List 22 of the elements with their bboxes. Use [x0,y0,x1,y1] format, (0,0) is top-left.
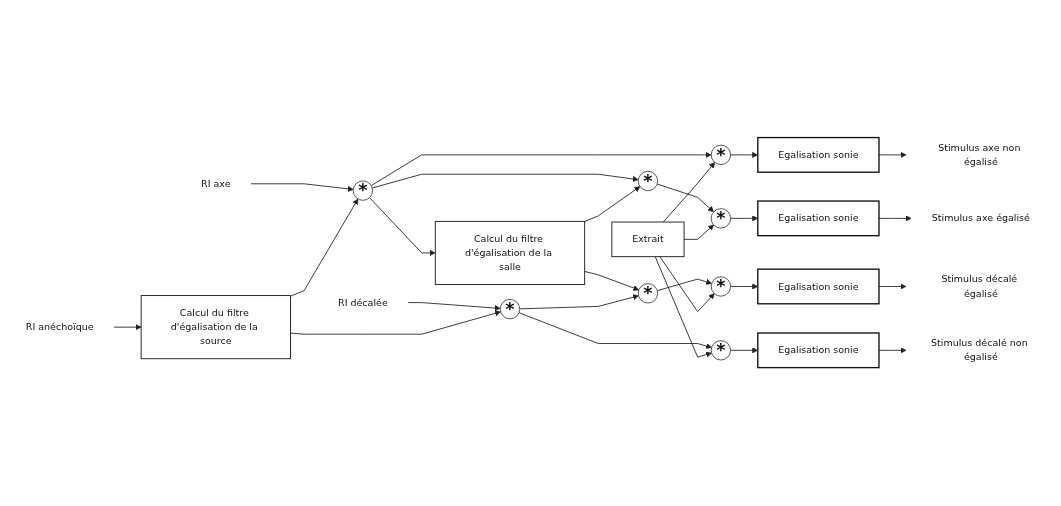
node-box: Egalisation sonie [757,137,880,174]
node-box: Egalisation sonie [757,268,880,305]
node-text: RI décalée [338,297,388,309]
node-text: RI axe [201,178,231,190]
node-box: Egalisation sonie [757,200,880,237]
node-circle: * [710,276,732,297]
node-text: Stimulus décalé égalisé [941,273,1018,300]
node-text: Stimulus axe égalisé [931,213,1030,224]
node-box: Egalisation sonie [757,332,880,369]
node-box: Calcul du filtre d'égalisation de la source [140,295,291,360]
node-box: Extrait [611,222,685,258]
node-box: Calcul du filtre d'égalisation de la salle [434,221,586,286]
node-text: Stimulus axe non égalisé [938,142,1021,168]
node-circle: * [637,283,659,304]
node-circle: * [637,171,659,192]
node-circle: * [352,180,373,202]
node-circle: * [710,340,732,361]
node-text: Stimulus décalé non égalisé [931,337,1028,363]
node-circle: * [499,299,521,320]
node-circle: * [710,208,732,229]
node-circle: * [710,145,732,166]
node-text: RI anéchoïque [25,321,94,333]
